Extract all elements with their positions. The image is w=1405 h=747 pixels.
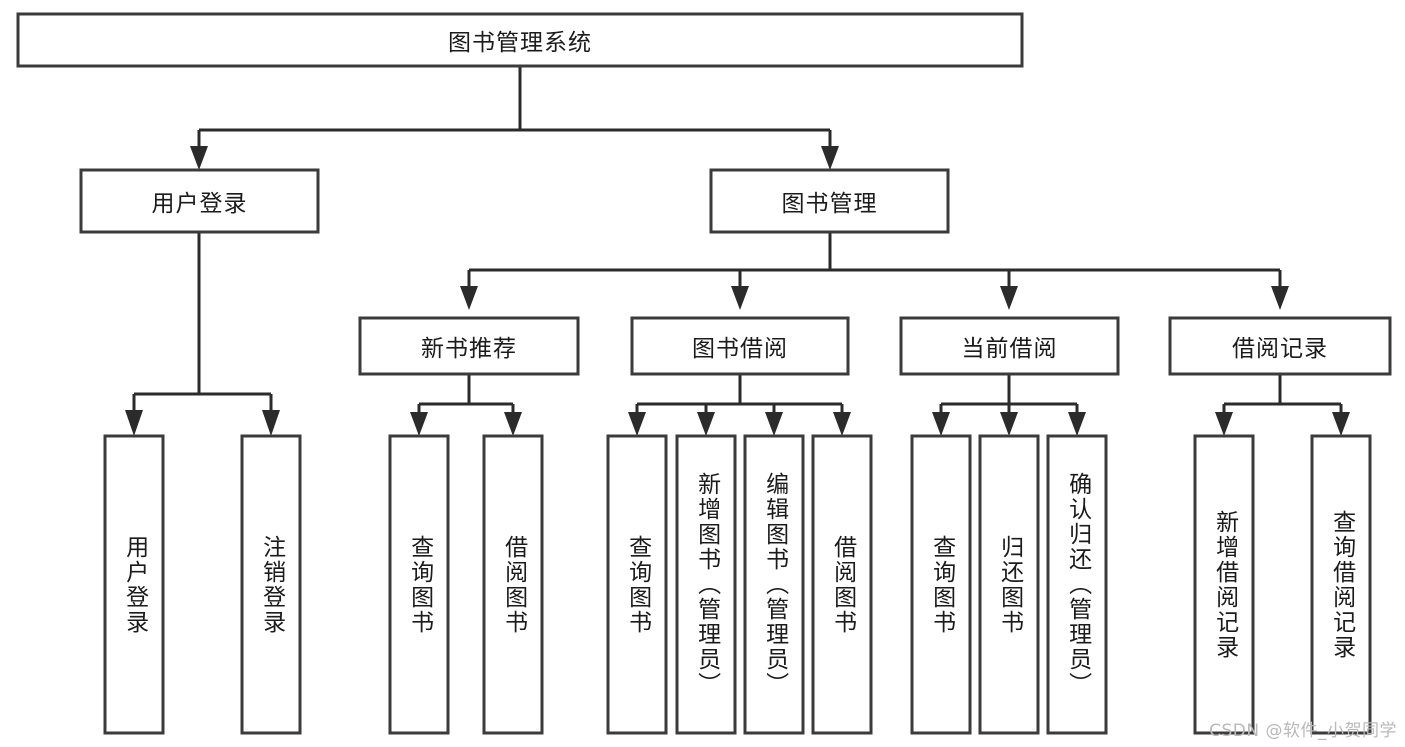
arrow-head-icon — [1332, 412, 1350, 436]
node-new-book-recommend[interactable] — [358, 316, 580, 376]
arrow-head-icon — [1215, 412, 1233, 436]
arrow-head-icon — [190, 146, 208, 170]
arrow-head-icon — [833, 412, 851, 436]
node-leaf-return-book[interactable] — [978, 434, 1040, 735]
watermark-text: CSDN @软件_小贺同学 — [1209, 721, 1397, 741]
connector-group-book-borrow — [628, 374, 851, 436]
arrow-head-icon — [821, 146, 839, 170]
node-leaf-query-borrow-record[interactable] — [1310, 434, 1372, 735]
node-leaf-add-book-admin[interactable] — [675, 434, 737, 735]
node-book-management[interactable] — [709, 168, 950, 234]
node-leaf-query-book-1[interactable] — [388, 434, 450, 735]
arrow-head-icon — [262, 410, 280, 436]
node-leaf-query-book-2[interactable] — [606, 434, 668, 735]
node-leaf-add-borrow-record[interactable] — [1193, 434, 1255, 735]
node-root[interactable] — [16, 12, 1024, 68]
connector-group-new-book — [410, 374, 522, 436]
arrow-head-icon — [1000, 286, 1018, 310]
arrow-head-icon — [697, 412, 715, 436]
connector-group-current-borrow — [932, 374, 1086, 436]
node-leaf-confirm-return-admin[interactable] — [1046, 434, 1108, 735]
node-leaf-logout[interactable] — [240, 434, 302, 735]
arrow-head-icon — [125, 410, 143, 436]
node-book-borrow[interactable] — [630, 316, 850, 376]
node-user-login[interactable] — [79, 168, 320, 234]
arrow-head-icon — [731, 286, 749, 310]
node-leaf-user-login[interactable] — [103, 434, 165, 735]
arrow-head-icon — [410, 412, 428, 436]
arrow-head-icon — [1271, 286, 1289, 310]
arrow-head-icon — [628, 412, 646, 436]
connector-group-root — [190, 66, 839, 170]
node-borrow-record[interactable] — [1168, 316, 1392, 376]
node-current-borrow[interactable] — [899, 316, 1120, 376]
arrow-head-icon — [460, 286, 478, 310]
node-leaf-borrow-book-2[interactable] — [811, 434, 873, 735]
arrow-head-icon — [1068, 412, 1086, 436]
node-leaf-borrow-book-1[interactable] — [482, 434, 544, 735]
connector-group-book-mgmt — [460, 232, 1289, 310]
connector-group-user-login — [125, 232, 280, 436]
arrow-head-icon — [765, 412, 783, 436]
node-leaf-query-book-3[interactable] — [910, 434, 972, 735]
arrow-head-icon — [504, 412, 522, 436]
connector-group-borrow-record — [1215, 374, 1350, 436]
arrow-head-icon — [932, 412, 950, 436]
arrow-head-icon — [1000, 412, 1018, 436]
node-leaf-edit-book-admin[interactable] — [743, 434, 805, 735]
